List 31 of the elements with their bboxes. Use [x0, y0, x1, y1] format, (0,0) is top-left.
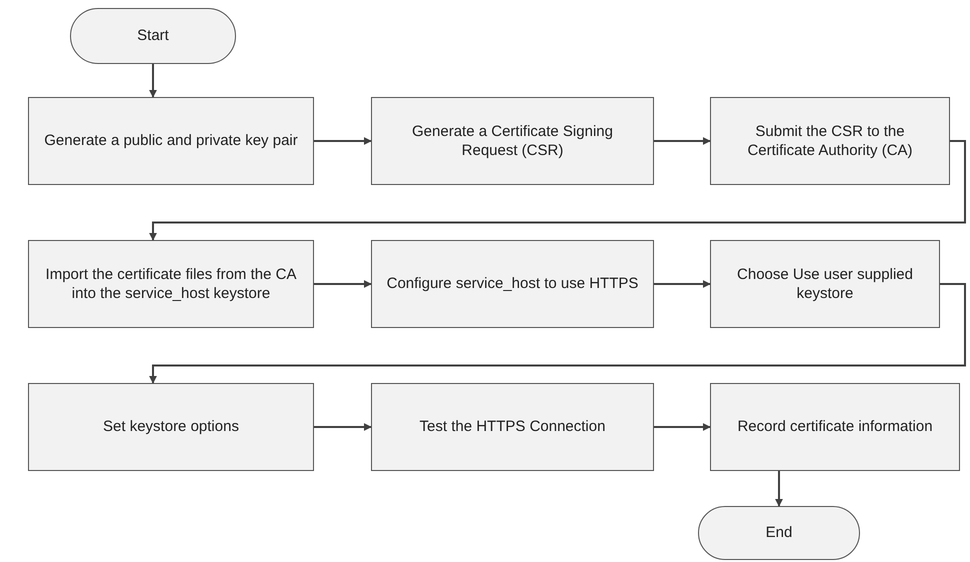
- node-label: Generate a Certificate Signing Request (CSR): [411, 122, 614, 160]
- process-box: [28, 240, 314, 328]
- arrow: [314, 280, 372, 288]
- process-box: [28, 97, 314, 185]
- node-label: Set keystore options: [103, 417, 239, 437]
- arrow: [654, 423, 711, 431]
- arrow: [149, 64, 157, 98]
- process-box: [28, 383, 314, 471]
- process-box: [710, 240, 940, 328]
- node-label: Configure service_host to use HTTPS: [386, 274, 638, 294]
- arrow: [654, 280, 711, 288]
- arrow: [775, 471, 783, 507]
- arrow: [314, 423, 372, 431]
- arrow: [314, 137, 372, 145]
- node-label: Submit the CSR to the Certificate Authority (CA): [746, 122, 914, 160]
- process-box: [371, 383, 654, 471]
- node-label: Record certificate information: [737, 417, 933, 437]
- node-label: Choose Use user supplied keystore: [736, 264, 914, 304]
- terminal-pill: [698, 506, 860, 560]
- arrow: [654, 137, 711, 145]
- arrow: [149, 283, 966, 384]
- node-label: End: [766, 523, 792, 543]
- process-box: [710, 383, 960, 471]
- node-label: Generate a public and private key pair: [44, 131, 298, 151]
- process-box: [371, 240, 654, 328]
- node-label: Start: [137, 26, 169, 46]
- node-label: Test the HTTPS Connection: [420, 417, 606, 437]
- process-box: [710, 97, 950, 185]
- arrow: [149, 140, 966, 241]
- node-label: Import the certificate files from the CA into the service_host keystore: [44, 264, 298, 304]
- process-box: [371, 97, 654, 185]
